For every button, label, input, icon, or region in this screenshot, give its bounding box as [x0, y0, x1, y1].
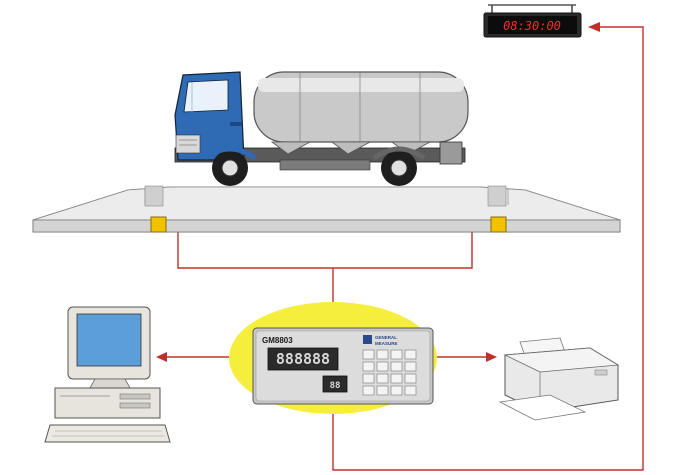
- truck-wheels: [203, 146, 426, 186]
- truck-cab: [174, 71, 245, 161]
- arrow-to-clock: [588, 22, 600, 32]
- indicator-main-display: [267, 347, 339, 371]
- clock-digits: 08:30:00: [503, 19, 561, 33]
- indicator-main-digits: 888888: [276, 350, 330, 368]
- weighbridge-platform: [32, 185, 621, 233]
- load-cell-right: [490, 216, 507, 233]
- led-clock-display: 08:30:00: [483, 4, 582, 38]
- indicator-brand-line1: GENERAL: [375, 335, 397, 340]
- indicator-small-digits: 88: [330, 381, 341, 391]
- computer-keyboard: [44, 424, 171, 443]
- load-cell-left: [150, 216, 167, 233]
- load-cell-wiring: [177, 230, 473, 269]
- printer: [498, 337, 620, 421]
- tanker-truck: [174, 71, 469, 186]
- indicator-model-label: GM8803: [262, 336, 293, 345]
- indicator-brand-line2: MEASURE: [375, 341, 398, 346]
- tank-body: [253, 71, 469, 155]
- monitor-screen: [76, 313, 142, 367]
- arrow-to-printer: [486, 352, 497, 362]
- printer-paper: [498, 394, 587, 421]
- weighing-indicator: GM8803 GENERAL MEASURE 888888 88: [229, 302, 437, 414]
- desktop-computer: [44, 306, 171, 443]
- connector-lines: [165, 26, 644, 471]
- indicator-to-clock-line: [332, 26, 644, 471]
- indicator-keypad: [362, 349, 417, 396]
- indicator-small-display: [322, 375, 348, 393]
- arrow-to-computer: [156, 352, 167, 362]
